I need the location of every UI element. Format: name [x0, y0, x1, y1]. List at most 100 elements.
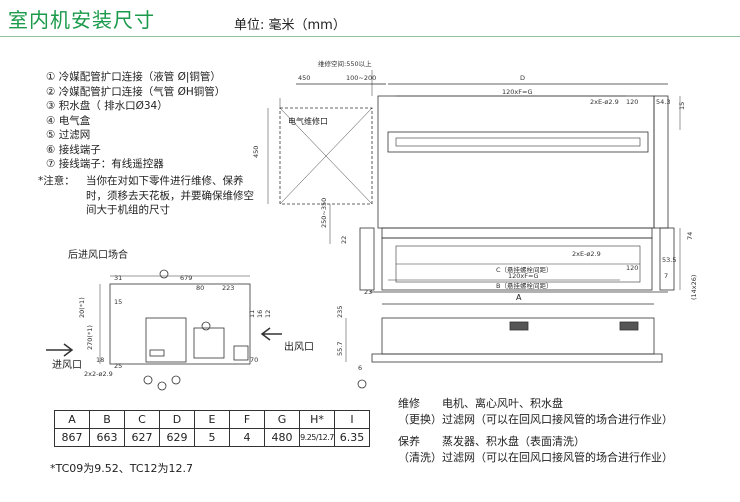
table-cell: 663 — [89, 428, 125, 447]
dim-100-200: 100~200 — [346, 74, 376, 82]
page-title: 室内机安装尺寸 — [8, 8, 155, 32]
dim-6: 6 — [358, 364, 362, 372]
table-header-cell: B — [89, 410, 125, 429]
dim-31: 31 — [114, 274, 122, 282]
dim-14x26: (14x26) — [690, 275, 698, 300]
pipe-connector — [201, 321, 211, 331]
side-panel — [653, 95, 669, 229]
terminal-block — [149, 349, 165, 357]
clean-line-1: 蒸发器、积水盘（表面清洗） — [442, 435, 585, 448]
dim-15: 15 — [678, 102, 686, 110]
electric-box — [145, 317, 187, 363]
dim-450-vert: 450 — [252, 146, 260, 158]
legend-item: ① 冷媒配管扩口连接（液管 Ø|铜管） — [46, 71, 221, 83]
drain-outlet — [509, 321, 529, 331]
formula-4: 120xF=G — [508, 272, 538, 280]
hatch-diagonal — [279, 107, 373, 205]
dim-120-b: 120 — [626, 264, 638, 272]
table-cell: 4 — [229, 428, 265, 447]
legend-item: ③ 积水盘（ 排水口Ø34） — [46, 100, 168, 112]
unit-top-outline — [377, 95, 655, 229]
dim-450: 450 — [298, 74, 310, 82]
dim-A: A — [516, 293, 522, 302]
table-cell: 6.35 — [334, 428, 370, 447]
flange-lower — [381, 227, 653, 239]
dim-16: 16 — [256, 310, 264, 318]
clean-key-2: （清洗） — [398, 451, 442, 464]
table-header-cell: C — [124, 410, 160, 429]
table-cell: 5 — [194, 428, 230, 447]
outlet-arrow-icon — [260, 327, 282, 341]
clean-key: 保养 — [398, 435, 420, 448]
header-divider — [0, 36, 740, 37]
legend-item: ⑤ 过滤网 — [46, 129, 91, 141]
outlet-flange — [387, 131, 649, 153]
table-header-cell: A — [54, 410, 90, 429]
dim-C: C（悬挂螺栓间距） — [496, 265, 553, 274]
dim-74: 74 — [686, 232, 694, 240]
dim-250-350: 250~350 — [320, 198, 328, 228]
dim-54-3: 54.3 — [656, 98, 670, 106]
table-row: 867 663 627 629 5 4 480 9.25/12.7 6.35 — [54, 428, 370, 447]
table-header-cell: D — [159, 410, 195, 429]
back-inlet-outline — [109, 283, 251, 365]
dim-D: D — [520, 74, 525, 82]
callout-6 — [157, 381, 167, 391]
dim-22: 22 — [340, 236, 348, 244]
dim-12: 12 — [264, 310, 272, 318]
hanger-bracket — [359, 227, 375, 291]
callout-3 — [143, 375, 153, 385]
elec-service-port: 电气维修口 — [288, 116, 328, 126]
dim-23: 23 — [364, 288, 372, 296]
outlet-label: 出风口 — [284, 340, 314, 353]
dim-120: 120 — [626, 98, 638, 106]
table-header-cell: H* — [299, 410, 335, 429]
dim-223: 223 — [222, 284, 234, 292]
legend-item: ② 冷媒配管扩口连接（气管 ØH铜管） — [46, 85, 226, 98]
parts-legend: ① 冷媒配管扩口连接（液管 Ø|铜管） ② 冷媒配管扩口连接（气管 ØH铜管） … — [46, 70, 225, 172]
repair-line-2: 过滤网（可以在回风口接风管的场合进行作业） — [442, 413, 673, 426]
formula-2: 2xE-ø2.9 — [590, 98, 619, 106]
maintenance-info: 维修电机、离心风叶、积水盘 （更换）过滤网（可以在回风口接风管的场合进行作业） … — [398, 396, 673, 466]
back-inlet-title: 后进风口场合 — [68, 248, 128, 261]
dim-53-5: 53.5 — [662, 256, 676, 264]
dimension-table: A B C D E F G H* I 867 663 627 629 5 4 4… — [54, 410, 370, 447]
table-header-cell: G — [264, 410, 300, 429]
callout-4 — [159, 269, 169, 279]
table-cell: 627 — [124, 428, 160, 447]
pipe-box — [233, 345, 249, 361]
repair-key: 维修 — [398, 397, 420, 410]
unit-label: 单位: 毫米（mm） — [234, 18, 346, 33]
table-header-cell: E — [194, 410, 230, 429]
callout-5 — [357, 379, 367, 389]
hanger-bracket — [659, 227, 675, 291]
dim-235: 235 — [336, 306, 344, 318]
inlet-label: 进风口 — [52, 359, 82, 371]
unit-plan-outline — [381, 237, 653, 291]
inlet-arrow-icon — [46, 343, 74, 357]
dim-70: 70 — [250, 356, 258, 364]
repair-line-1: 电机、离心风叶、积水盘 — [442, 397, 563, 410]
outlet-slot — [395, 137, 641, 147]
fan-housing — [193, 327, 225, 359]
dim-270: 270(*1) — [86, 325, 94, 350]
dim-7: 7 — [664, 272, 668, 280]
caution-note: *注意： 当你在对如下零件进行维修、保养时，须移去天花板，并要确保维修空间大于机… — [38, 174, 256, 218]
table-cell: 9.25/12.7 — [299, 428, 335, 447]
dim-20: 20(*1) — [78, 297, 86, 318]
caution-lead: *注意： — [38, 175, 75, 187]
formula-3: 2xE-ø2.9 — [572, 250, 601, 258]
table-cell: 480 — [264, 428, 300, 447]
dim-55-7: 55.7 — [336, 342, 344, 356]
dim-15-s: 15 — [114, 298, 122, 306]
service-space-label: 维修空间:550以上 — [318, 59, 372, 68]
service-hatch-outline — [279, 107, 373, 205]
legend-item: ④ 电气盒 — [46, 114, 91, 127]
formula-1: 120xF=G — [502, 88, 532, 96]
table-header-cell: I — [334, 410, 370, 429]
legend-item: ⑥ 接线端子 — [46, 143, 101, 156]
table-header-row: A B C D E F G H* I — [54, 410, 370, 429]
clean-line-2: 过滤网（可以在回风口接风管的场合进行作业） — [442, 451, 673, 464]
callout-7 — [171, 375, 181, 385]
